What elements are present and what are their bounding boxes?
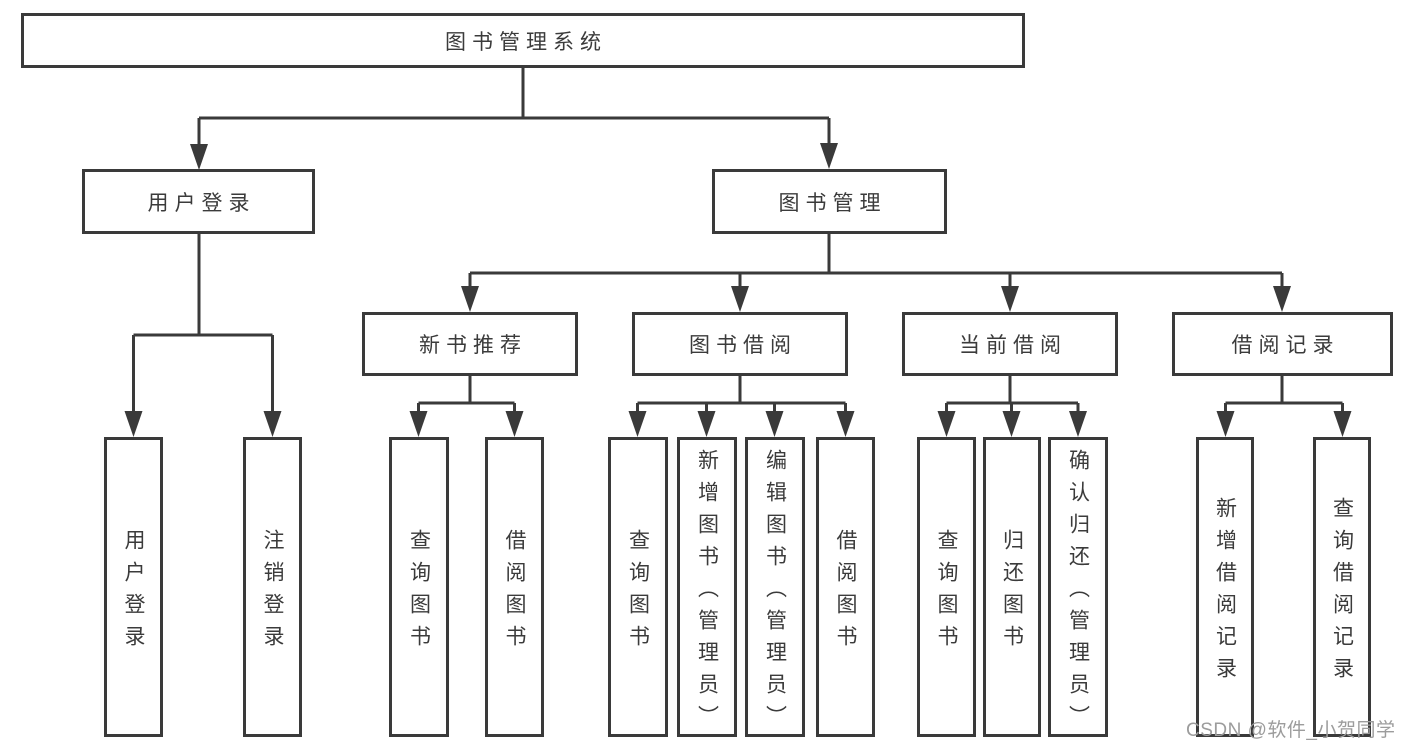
arrowhead	[1333, 411, 1352, 437]
connector-new-book-rec-to-leaves	[417, 376, 516, 415]
arrowhead	[731, 286, 749, 312]
arrowhead	[461, 286, 479, 312]
arrowhead	[1002, 411, 1021, 437]
node-current-borrow-label: 当前借阅	[959, 334, 1067, 357]
connector-user-login-to-leaves	[132, 234, 274, 415]
leaf-br-add-record: 新增借阅记录	[1196, 437, 1254, 737]
node-borrow-records: 借阅记录	[1172, 312, 1393, 376]
leaf-nbr-borrow-books: 借阅图书	[485, 437, 544, 737]
node-new-book-rec-label: 新书推荐	[419, 334, 527, 357]
leaf-bb-query-books: 查询图书	[608, 437, 668, 737]
arrowhead	[937, 411, 956, 437]
arrowhead	[836, 411, 855, 437]
leaf-nbr-borrow-books-label: 借阅图书	[503, 528, 526, 657]
leaf-bb-edit-books: 编辑图书（管理员）	[745, 437, 805, 737]
node-book-borrow: 图书借阅	[632, 312, 848, 376]
leaf-logout: 注销登录	[243, 437, 302, 737]
arrowhead	[409, 411, 428, 437]
arrowhead	[124, 411, 143, 437]
arrowhead	[263, 411, 282, 437]
node-root-label: 图书管理系统	[445, 30, 607, 54]
node-root: 图书管理系统	[21, 13, 1025, 68]
arrowhead	[697, 411, 716, 437]
arrowhead	[765, 411, 784, 437]
leaf-cb-query-books: 查询图书	[917, 437, 976, 737]
arrowhead	[1273, 286, 1291, 312]
csdn-watermark: CSDN @软件_小贺同学	[1186, 720, 1396, 741]
leaf-bb-query-books-label: 查询图书	[626, 528, 650, 657]
arrowhead	[1216, 411, 1235, 437]
connector-book-mgmt-to-level3	[468, 234, 1284, 290]
leaf-cb-return-books: 归还图书	[983, 437, 1041, 737]
node-current-borrow: 当前借阅	[902, 312, 1118, 376]
arrowhead	[628, 411, 647, 437]
node-user-login: 用户登录	[82, 169, 315, 234]
arrowhead	[190, 144, 208, 170]
connector-borrow-records-to-leaves	[1224, 376, 1344, 415]
node-new-book-rec: 新书推荐	[362, 312, 578, 376]
leaf-bb-borrow-books: 借阅图书	[816, 437, 875, 737]
connector-book-borrow-to-leaves	[636, 376, 847, 415]
leaf-br-query-record: 查询借阅记录	[1313, 437, 1371, 737]
connector-current-borrow-to-leaves	[945, 376, 1080, 415]
node-book-mgmt-label: 图书管理	[778, 191, 887, 215]
leaf-user-login: 用户登录	[104, 437, 163, 737]
leaf-bb-add-books-label: 新增图书（管理员）	[695, 448, 719, 737]
node-user-login-label: 用户登录	[147, 191, 256, 215]
leaf-cb-confirm-return-label: 确认归还（管理员）	[1066, 448, 1090, 737]
leaf-nbr-query-books-label: 查询图书	[407, 528, 431, 657]
arrowhead	[1001, 286, 1019, 312]
node-book-borrow-label: 图书借阅	[689, 334, 797, 357]
node-borrow-records-label: 借阅记录	[1231, 334, 1340, 357]
leaf-br-query-record-label: 查询借阅记录	[1330, 496, 1354, 689]
leaf-nbr-query-books: 查询图书	[389, 437, 449, 737]
leaf-br-add-record-label: 新增借阅记录	[1213, 496, 1237, 689]
node-book-mgmt: 图书管理	[712, 169, 947, 234]
leaf-logout-label: 注销登录	[261, 528, 284, 657]
arrowhead	[820, 143, 838, 169]
leaf-cb-return-books-label: 归还图书	[1000, 528, 1024, 657]
leaf-bb-edit-books-label: 编辑图书（管理员）	[763, 448, 787, 737]
connector-root-to-level2	[197, 68, 831, 148]
arrowhead	[1069, 411, 1087, 437]
leaf-bb-add-books: 新增图书（管理员）	[677, 437, 737, 737]
leaf-cb-query-books-label: 查询图书	[935, 528, 958, 657]
leaf-bb-borrow-books-label: 借阅图书	[834, 528, 857, 657]
arrowhead	[505, 411, 524, 437]
leaf-cb-confirm-return: 确认归还（管理员）	[1048, 437, 1108, 737]
leaf-user-login-label: 用户登录	[122, 528, 145, 657]
